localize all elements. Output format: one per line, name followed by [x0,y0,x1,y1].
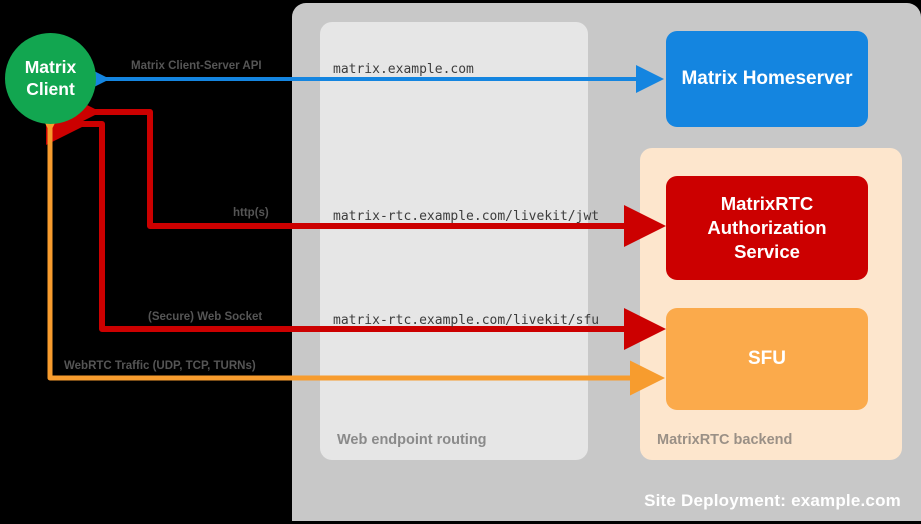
endpoint-label-matrix-example-com: matrix.example.com [333,62,474,77]
auth-service-label-line3: Service [734,240,800,262]
node-matrixrtc-authorization-service[interactable]: MatrixRTC Authorization Service [666,176,868,280]
node-matrix-homeserver[interactable]: Matrix Homeserver [666,31,868,127]
auth-service-label-line2: Authorization [707,217,827,239]
matrix-client-label-line2: Client [26,78,75,99]
sfu-label: SFU [748,348,786,369]
edge-label-sfu-ws-protocol: (Secure) Web Socket [148,311,263,323]
matrix-client-label-line1: Matrix [24,57,77,78]
edge-label-cs-api-protocol: Matrix Client-Server API [131,60,262,72]
edge-label-jwt-protocol: http(s) [233,207,269,219]
auth-service-label-line1: MatrixRTC [720,193,814,215]
web-endpoint-routing-label: Web endpoint routing [337,432,487,448]
edge-label-webrtc-protocol: WebRTC Traffic (UDP, TCP, TURNs) [64,360,256,372]
node-sfu[interactable]: SFU [666,308,868,410]
endpoint-label-livekit-jwt: matrix-rtc.example.com/livekit/jwt [333,209,600,224]
matrix-homeserver-label: Matrix Homeserver [681,68,853,89]
matrixrtc-backend-label: MatrixRTC backend [657,432,793,448]
site-deployment-label: Site Deployment: example.com [644,491,901,510]
endpoint-label-livekit-sfu: matrix-rtc.example.com/livekit/sfu [333,313,600,328]
web-endpoint-routing-panel: Web endpoint routing [320,22,588,460]
node-matrix-client[interactable]: Matrix Client [5,33,96,124]
